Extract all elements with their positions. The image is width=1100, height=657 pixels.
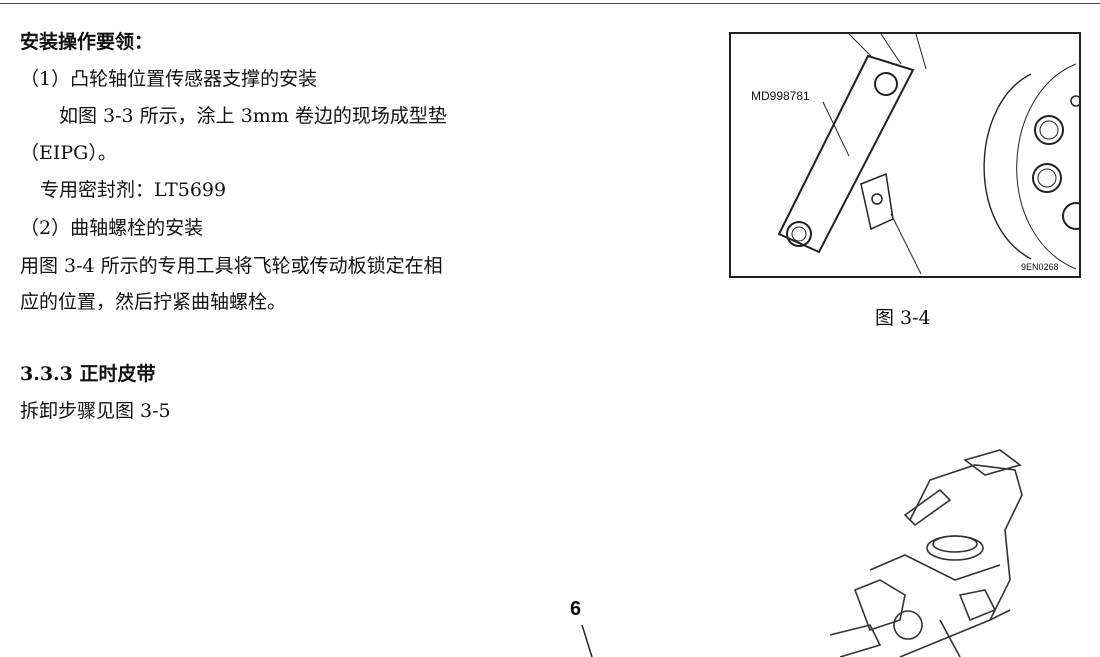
tool-label: MD998781: [751, 89, 810, 103]
flywheel-lock-tool-drawing: MD998781 9EN0268: [751, 34, 1079, 275]
timing-belt-title: 3.3.3 正时皮带: [20, 363, 156, 385]
figure-3-5: 6: [0, 420, 1100, 657]
top-rule: [0, 3, 1100, 4]
figure-code: 9EN0268: [1021, 262, 1059, 272]
figure-3-4-caption: 图 3-4: [875, 307, 931, 329]
step-1-desc-cont: （EIPG）。: [20, 142, 117, 164]
install-heading: 安装操作要领：: [20, 31, 154, 53]
step-2-desc-cont: 应的位置，然后拧紧曲轴螺栓。: [20, 291, 287, 313]
step-1-desc: 如图 3-3 所示，涂上 3mm 卷边的现场成型垫: [40, 105, 447, 127]
sealant-spec: 专用密封剂：LT5699: [40, 179, 227, 201]
step-2-title: （2）曲轴螺栓的安装: [20, 217, 204, 239]
figure-3-4: MD998781 9EN0268: [729, 32, 1081, 278]
step-2-desc: 用图 3-4 所示的专用工具将飞轮或传动板锁定在相: [20, 255, 443, 277]
engine-exploded-drawing: 6: [570, 449, 1023, 657]
step-1-title: （1）凸轮轴位置传感器支撑的安装: [20, 68, 318, 90]
callout-number: 6: [570, 598, 581, 620]
timing-belt-body: 拆卸步骤见图 3-5: [20, 400, 171, 422]
